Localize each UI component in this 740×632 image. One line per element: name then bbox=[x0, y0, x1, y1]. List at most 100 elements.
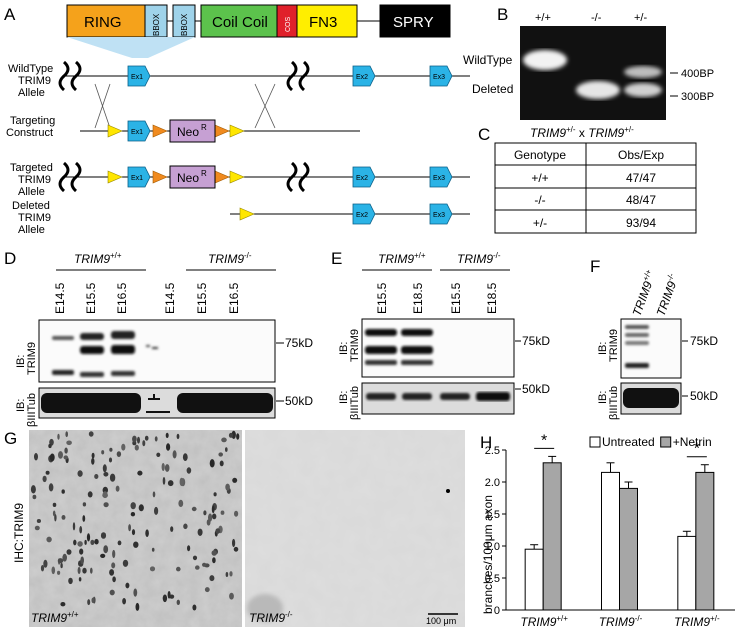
stained-cell bbox=[102, 464, 107, 473]
stained-cell bbox=[138, 504, 144, 512]
f-ib-tub: IB: bbox=[597, 391, 609, 404]
stained-cell bbox=[133, 541, 139, 548]
stained-cell bbox=[137, 436, 140, 444]
bar-untreated bbox=[524, 548, 544, 611]
panel-h: H branches/100μm axon 00.51.01.52.02.5TR… bbox=[480, 432, 735, 629]
band-del-lane3 bbox=[624, 83, 662, 97]
stained-cell bbox=[100, 553, 106, 559]
panel-c: C TRIM9+/- x TRIM9+/- Genotype Obs/Exp +… bbox=[478, 125, 697, 234]
stained-cell bbox=[51, 566, 56, 575]
stained-cell bbox=[87, 491, 93, 498]
stained-cell bbox=[116, 451, 122, 457]
wt-allele-label-3: Allele bbox=[18, 87, 45, 99]
e-tub-bands bbox=[366, 392, 510, 401]
bar-netrin bbox=[695, 471, 715, 611]
stained-cell bbox=[151, 547, 155, 552]
stained-cell bbox=[164, 464, 170, 472]
stained-cell bbox=[101, 450, 105, 455]
deleted-label-2: TRIM9 bbox=[18, 212, 51, 224]
stained-cell bbox=[112, 576, 116, 583]
stained-cell bbox=[187, 545, 191, 552]
f-ib-tub-2: βIIITub bbox=[608, 386, 620, 420]
wt-allele-label-1: WildType bbox=[8, 63, 53, 75]
x-tick-label: TRIM9+/- bbox=[674, 614, 720, 629]
panel-f: F TRIM9+/+ TRIM9-/- IB: TRIM9 IB: βIIITu… bbox=[590, 257, 718, 420]
panel-a-letter: A bbox=[4, 5, 16, 24]
stained-cell bbox=[154, 436, 158, 442]
stained-cell bbox=[137, 470, 143, 476]
d-ib-tub: IB: bbox=[15, 399, 27, 412]
domain-coil-label: Coil Coil bbox=[212, 14, 268, 31]
ihc-ko-label: TRIM9-/- bbox=[249, 610, 293, 625]
stained-cell bbox=[211, 550, 217, 556]
stained-cell bbox=[162, 477, 166, 485]
panel-d-letter: D bbox=[4, 249, 16, 268]
y-tick-label: 1.5 bbox=[485, 509, 500, 521]
panel-g-letter: G bbox=[4, 429, 17, 448]
stained-cell bbox=[225, 483, 230, 491]
stained-cell bbox=[225, 447, 228, 452]
stained-cell bbox=[60, 563, 63, 569]
stained-cell bbox=[203, 510, 207, 516]
e-ib-trim9: IB: bbox=[338, 342, 350, 355]
stained-cell bbox=[221, 437, 227, 443]
d-lane-label: E14.5 bbox=[53, 282, 67, 314]
deleted-label-1: Deleted bbox=[12, 200, 50, 212]
stained-cell bbox=[172, 450, 177, 459]
stained-cell bbox=[91, 457, 95, 465]
targeted-label-2: TRIM9 bbox=[18, 174, 51, 186]
stained-cell bbox=[117, 540, 122, 546]
gel-deleted-label: Deleted bbox=[472, 82, 513, 96]
stained-cell bbox=[197, 528, 203, 536]
stained-cell bbox=[32, 494, 37, 500]
stained-cell bbox=[212, 557, 216, 564]
targeted-label-3: Allele bbox=[18, 186, 45, 198]
stained-cell bbox=[82, 567, 87, 574]
exon-label: Ex1 bbox=[131, 175, 143, 182]
stained-cell bbox=[204, 587, 210, 593]
targeted-label-1: Targeted bbox=[10, 162, 53, 174]
stained-cell bbox=[52, 502, 57, 507]
wt-allele-label-2: TRIM9 bbox=[18, 75, 51, 87]
stained-cell bbox=[209, 459, 215, 468]
stained-cell bbox=[78, 577, 82, 582]
stained-cell bbox=[100, 532, 107, 539]
gel-wildtype-label: WildType bbox=[463, 53, 513, 67]
stained-cell bbox=[208, 513, 213, 522]
stained-cell bbox=[156, 452, 161, 457]
exon-label: Ex1 bbox=[131, 74, 143, 81]
loxp-5 bbox=[239, 207, 255, 221]
stained-cell bbox=[109, 569, 115, 576]
y-tick-label: 2.0 bbox=[485, 477, 500, 489]
stained-cell bbox=[57, 570, 61, 575]
stained-cell bbox=[94, 474, 99, 479]
ihc-label: IHC:TRIM9 bbox=[12, 503, 26, 563]
neo-label-2: Neo bbox=[177, 171, 199, 185]
stained-cell bbox=[88, 431, 94, 437]
d-kd50: 50kD bbox=[285, 394, 313, 408]
exon-ex3-6 bbox=[429, 166, 453, 188]
stained-cell bbox=[84, 539, 87, 545]
ihc-wt-cells bbox=[30, 430, 240, 611]
stained-cell bbox=[209, 575, 215, 582]
gel-lane-1: +/+ bbox=[535, 12, 551, 24]
e-kd50: 50kD bbox=[522, 382, 550, 396]
stained-cell bbox=[162, 594, 168, 603]
frt-4 bbox=[214, 170, 230, 184]
y-tick-label: 2.5 bbox=[485, 445, 500, 457]
exon-label: Ex3 bbox=[433, 74, 445, 81]
stained-cell bbox=[135, 602, 140, 611]
stained-cell bbox=[77, 541, 83, 547]
targeting-label-2: Construct bbox=[6, 127, 53, 139]
table-row-2-geno: -/- bbox=[534, 193, 545, 207]
ihc-wt-label: TRIM9+/+ bbox=[31, 610, 79, 625]
stained-cell bbox=[90, 567, 93, 574]
stained-cell bbox=[132, 435, 137, 443]
stained-cell bbox=[77, 566, 81, 575]
stained-cell bbox=[34, 453, 38, 461]
cross-title: TRIM9+/- x TRIM9+/- bbox=[530, 125, 634, 140]
significance-star: * bbox=[694, 441, 700, 458]
stained-cell bbox=[176, 599, 180, 605]
e-trim9-bands bbox=[365, 329, 433, 365]
stained-cell bbox=[86, 533, 91, 542]
